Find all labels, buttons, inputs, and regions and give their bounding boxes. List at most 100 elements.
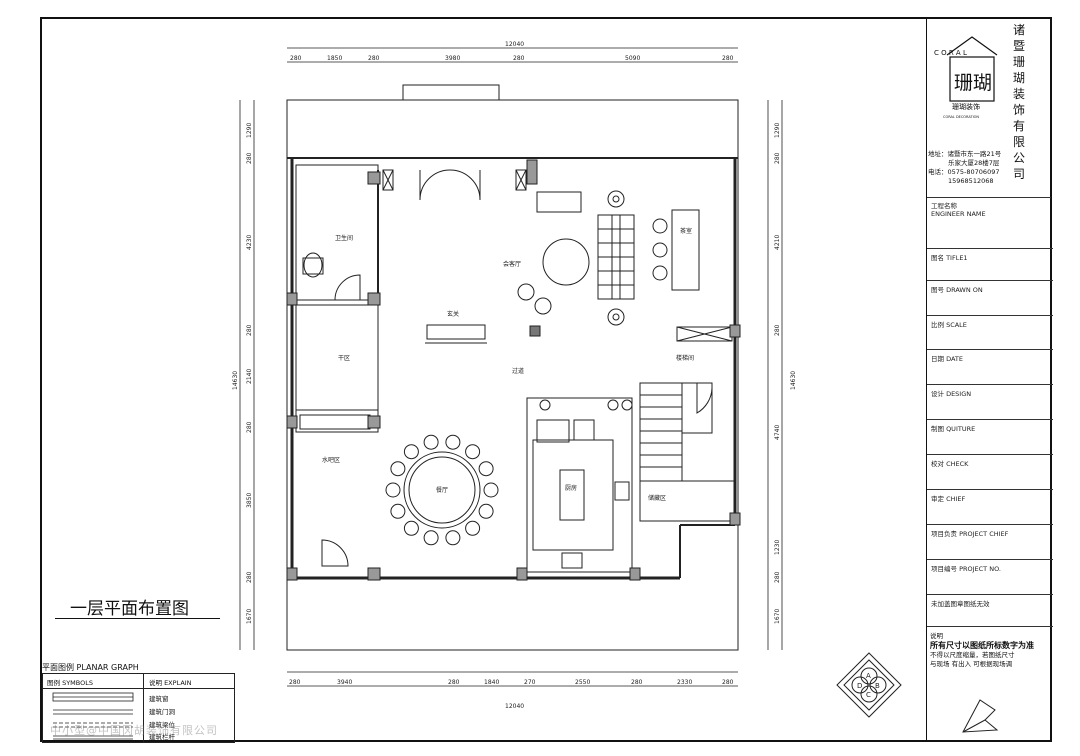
dim-left-total: 14630: [232, 371, 239, 390]
label-kitchen: 厨房: [565, 484, 577, 492]
tb-project-name: 工程名称 ENGINEER NAME: [927, 197, 1053, 249]
notes-line3: 与现场 有出入 可根据现场调: [930, 660, 1013, 668]
dim-top-1: 280: [290, 55, 302, 62]
dim-right-5: 4740: [774, 425, 781, 440]
tb-row-drawing-no: 图号 DRAWN ON: [927, 281, 1053, 316]
tb-row-design: 设计 DESIGN: [927, 385, 1053, 420]
dim-right-6: 1230: [774, 540, 781, 555]
legend-item-door: 建筑门洞: [149, 708, 175, 716]
dim-right-8: 1670: [774, 609, 781, 624]
tb-row-check: 校对 CHECK: [927, 455, 1053, 490]
company-contact: 地址：诸暨市东一路21号 乐家大厦28楼7层 电话：0575-80706097 …: [928, 150, 1002, 185]
tb-row-project-chief: 项目负责 PROJECT CHIEF: [927, 525, 1053, 560]
dining-chair: [465, 444, 481, 460]
dim-bot-9: 280: [722, 679, 734, 686]
dim-left-3: 4230: [246, 235, 253, 250]
entry-console: [426, 324, 486, 340]
dim-left-2: 280: [246, 152, 253, 164]
legend-title: 平面图例 PLANAR GRAPH: [42, 663, 139, 672]
dim-top-2: 1850: [327, 55, 342, 62]
legend-col-symbols: 图例 SYMBOLS: [47, 679, 93, 687]
dim-left-5: 2140: [246, 369, 253, 384]
plan-title-underline: [55, 618, 220, 619]
company-name: 诸暨珊瑚装饰有限公司: [1012, 23, 1025, 181]
notes-line2: 不得以尺度缩量，若图纸尺寸: [930, 651, 1015, 659]
dim-left-7: 3850: [246, 493, 253, 508]
label-living: 会客厅: [503, 260, 521, 268]
tb-row-scale: 比例 SCALE: [927, 316, 1053, 350]
leaf-icon: [962, 699, 999, 733]
dining-chair: [385, 482, 401, 498]
tb-row-chief: 审定 CHIEF: [927, 490, 1053, 525]
dining-chair: [390, 461, 406, 477]
top-step: [402, 84, 500, 101]
tb-row-title: 图名 TIFLE1: [927, 249, 1053, 281]
tb-row-date: 日期 DATE: [927, 350, 1053, 385]
dim-left-1: 1290: [246, 123, 253, 138]
compass-a: A: [866, 672, 871, 680]
label-stair: 楼梯间: [676, 354, 694, 362]
logo-chars: 珊瑚: [954, 72, 992, 94]
dim-right-4: 280: [774, 324, 781, 336]
dining-chair: [445, 434, 461, 450]
dining-table: [403, 451, 481, 529]
dim-top-4: 3980: [445, 55, 460, 62]
legend-symbols: [52, 692, 134, 740]
compass-b: B: [875, 682, 880, 690]
label-dining: 餐厅: [436, 486, 448, 494]
outer-terrace-outline: [286, 99, 739, 651]
dining-chair: [445, 530, 461, 546]
label-bathroom: 卫生间: [335, 234, 353, 242]
label-dry: 干区: [338, 355, 350, 362]
dim-bot-4: 1840: [484, 679, 499, 686]
label-tea: 茶室: [680, 227, 692, 235]
coral-logo-icon: C O R A L 珊瑚 珊瑚装饰: [934, 36, 998, 111]
dim-bot-1: 280: [289, 679, 301, 686]
bath-door: [334, 274, 361, 301]
dining-chair: [478, 461, 494, 477]
dim-left-9: 1670: [246, 609, 253, 624]
dim-top-5: 280: [513, 55, 525, 62]
watermark: 中小型@中国冈胡装饰有限公司: [50, 724, 218, 737]
dim-bot-2: 3940: [337, 679, 352, 686]
dim-top-total: 12040: [505, 41, 524, 48]
tb-row-project-no: 项目编号 PROJECT NO.: [927, 560, 1053, 595]
dim-bot-5: 270: [524, 679, 536, 686]
drawing-frame: [40, 17, 1052, 742]
compass-icon: A B C D: [836, 652, 902, 718]
dim-bot-3: 280: [448, 679, 460, 686]
compass-c: C: [866, 691, 871, 699]
compass-d: D: [857, 682, 862, 690]
dining-chair: [403, 444, 419, 460]
logo-caption: 珊瑚装饰: [952, 102, 980, 111]
dim-left-4: 280: [246, 324, 253, 336]
dining-chair: [483, 482, 499, 498]
title-block: C O R A L 珊瑚 珊瑚装饰 CORAL DECORATION 工程名称 …: [926, 17, 1053, 742]
dining-chair: [465, 520, 481, 536]
legend-item-beam: 建筑梁位: [149, 721, 175, 729]
dim-bot-6: 2550: [575, 679, 590, 686]
label-corridor: 过道: [512, 367, 524, 375]
legend-item-railing: 建筑栏杆: [149, 733, 175, 741]
dim-bot-8: 2330: [677, 679, 692, 686]
dining-chair: [403, 520, 419, 536]
notes-line1: 所有尺寸以图纸所标数字为准: [930, 641, 1034, 650]
logo-sub: CORAL DECORATION: [943, 115, 980, 119]
tea-table: [671, 209, 700, 291]
legend-item-window: 建筑窗: [149, 695, 169, 703]
tb-row-stamp: 未加盖图章图纸无效: [927, 595, 1053, 627]
legend-col-explain: 说明 EXPLAIN: [149, 679, 192, 687]
notes: 说明 所有尺寸以图纸所标数字为准 不得以尺度缩量，若图纸尺寸 与现场 有出入 可…: [930, 632, 1048, 669]
dim-top-3: 280: [368, 55, 380, 62]
coffee-table: [542, 238, 590, 286]
dim-bot-7: 280: [631, 679, 643, 686]
label-storage: 储藏区: [648, 494, 666, 502]
logo-letters: C O R A L: [934, 49, 967, 57]
dim-top-7: 280: [722, 55, 734, 62]
tb-row-drafter: 制图 QUITURE: [927, 420, 1053, 455]
dim-top-6: 5090: [625, 55, 640, 62]
plan-title: 一层平面布置图: [70, 599, 189, 619]
